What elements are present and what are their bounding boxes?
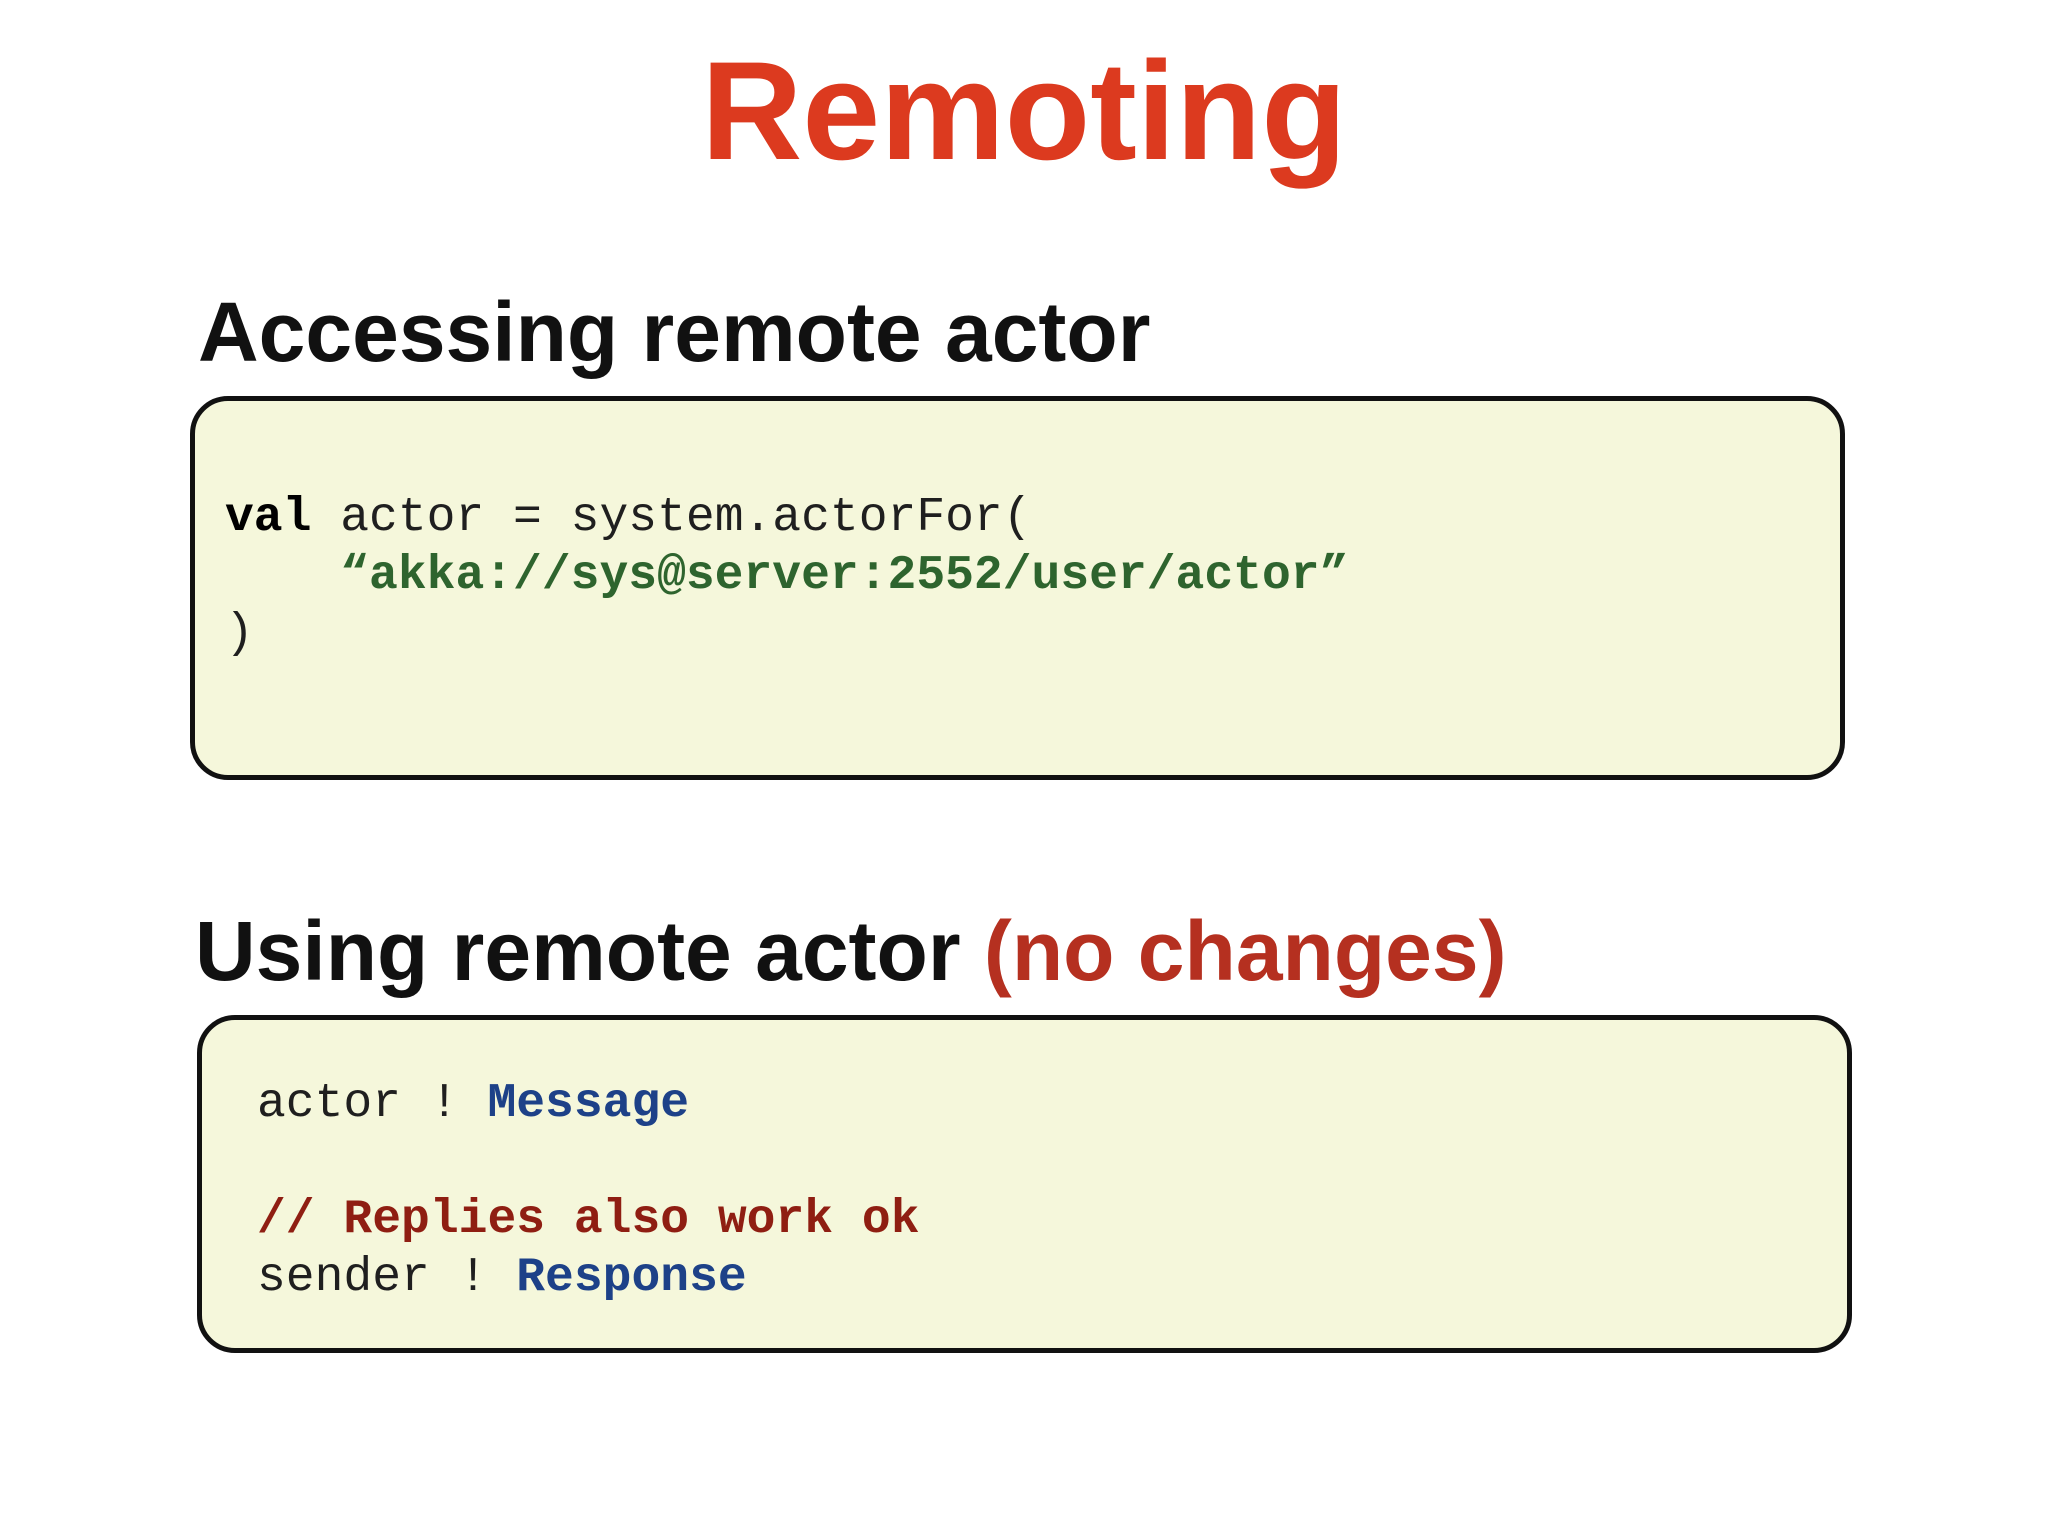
code-line-1: val actor = system.actorFor( — [225, 489, 1810, 547]
section2-heading: Using remote actor (no changes) — [195, 909, 1507, 993]
string-literal-token: “akka://sys@server:2552/user/actor” — [340, 549, 1349, 603]
section2-heading-red-part: (no changes) — [983, 904, 1507, 998]
code-line-4: sender ! Response — [257, 1249, 1817, 1307]
comment-token: // Replies also work ok — [257, 1193, 920, 1247]
code-box-accessing-remote-actor: val actor = system.actorFor( “akka://sys… — [190, 396, 1845, 780]
code-line-blank — [257, 1133, 1817, 1191]
code-line-comment: // Replies also work ok — [257, 1191, 1817, 1249]
section1-heading: Accessing remote actor — [198, 285, 1151, 379]
plain-code-token: ) — [225, 607, 254, 661]
slide-title: Remoting — [701, 32, 1347, 189]
code-box-using-remote-actor: actor ! Message // Replies also work ok … — [197, 1015, 1852, 1353]
indent-token — [225, 549, 340, 603]
plain-code-token: actor ! — [257, 1077, 488, 1131]
plain-code-token: actor = system.actorFor( — [311, 491, 1032, 545]
keyword-token: val — [225, 491, 312, 545]
section2-heading-black-part: Using remote actor — [195, 904, 984, 998]
plain-code-token: sender ! — [257, 1251, 517, 1305]
type-token: Message — [487, 1077, 690, 1131]
type-token: Response — [516, 1251, 747, 1305]
code-line-3: ) — [225, 605, 1810, 663]
code-line-1: actor ! Message — [257, 1075, 1817, 1133]
code-line-2: “akka://sys@server:2552/user/actor” — [225, 547, 1810, 605]
